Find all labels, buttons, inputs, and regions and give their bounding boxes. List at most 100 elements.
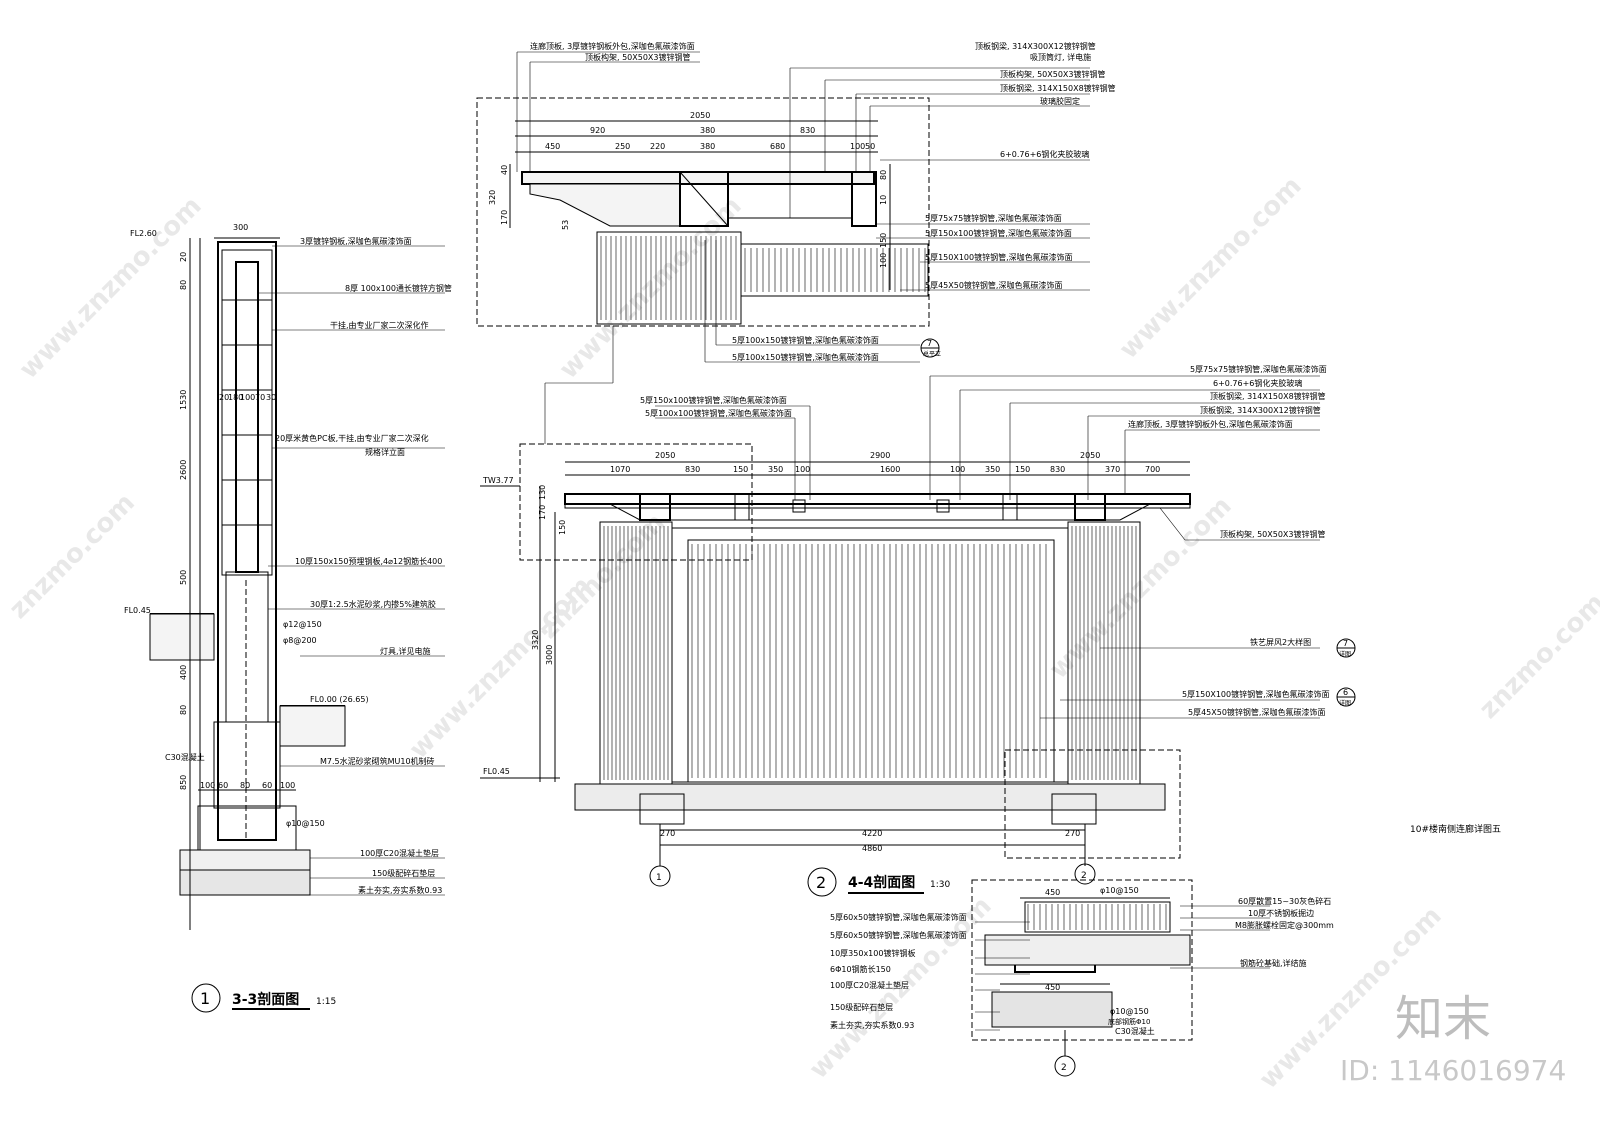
svg-text:100: 100 xyxy=(950,465,965,474)
svg-text:150: 150 xyxy=(1015,465,1030,474)
svg-text:450: 450 xyxy=(545,142,560,151)
svg-text:100: 100 xyxy=(879,253,888,268)
svg-text:4220: 4220 xyxy=(862,829,882,838)
svg-text:70: 70 xyxy=(255,393,265,402)
sheet-title: 10#楼南侧连廊详图五 xyxy=(1410,823,1501,835)
svg-text:6Φ10钢筋长150: 6Φ10钢筋长150 xyxy=(830,964,891,974)
svg-text:连廊顶板, 3厚镀锌钢板外包,深咖色氟碳漆饰面: 连廊顶板, 3厚镀锌钢板外包,深咖色氟碳漆饰面 xyxy=(1128,419,1293,429)
svg-text:顶板钢梁, 314X300X12镀锌钢管: 顶板钢梁, 314X300X12镀锌钢管 xyxy=(975,41,1096,51)
svg-text:700: 700 xyxy=(1145,465,1160,474)
svg-text:10: 10 xyxy=(879,195,888,205)
svg-text:素土夯实,夯实系数0.93: 素土夯实,夯实系数0.93 xyxy=(830,1020,914,1030)
gravel-bed xyxy=(179,869,311,896)
pc-board-ribs xyxy=(222,299,272,526)
svg-text:吸顶筒灯, 详电施: 吸顶筒灯, 详电施 xyxy=(1030,52,1091,62)
svg-text:100: 100 xyxy=(795,465,810,474)
svg-text:130: 130 xyxy=(538,485,547,500)
svg-text:5厚75x75镀锌钢管,深咖色氟碳漆饰面: 5厚75x75镀锌钢管,深咖色氟碳漆饰面 xyxy=(1190,364,1327,374)
footing-left xyxy=(639,793,685,825)
leaders-view1 xyxy=(258,245,445,896)
concrete-label: C30混凝土 xyxy=(165,752,205,762)
roof-beam-main xyxy=(679,171,729,227)
svg-text:100厚C20混凝土垫层: 100厚C20混凝土垫层 xyxy=(360,848,439,858)
svg-text:顶板钢梁, 314X300X12镀锌钢管: 顶板钢梁, 314X300X12镀锌钢管 xyxy=(1200,405,1321,415)
svg-text:920: 920 xyxy=(590,126,605,135)
svg-text:2050: 2050 xyxy=(655,451,675,460)
svg-text:80: 80 xyxy=(879,170,888,180)
svg-text:100: 100 xyxy=(280,781,295,790)
svg-text:100: 100 xyxy=(200,781,215,790)
ground-hatch-right xyxy=(279,705,346,747)
svg-text:80: 80 xyxy=(179,280,188,290)
ground-slab xyxy=(574,783,1166,811)
view-number: 2 xyxy=(816,873,826,892)
svg-text:80: 80 xyxy=(240,781,250,790)
svg-text:450: 450 xyxy=(1045,983,1060,992)
watermark-logo: 知末 xyxy=(1395,991,1491,1047)
roof-slab xyxy=(521,171,875,185)
svg-text:2900: 2900 xyxy=(870,451,890,460)
svg-text:φ10@150: φ10@150 xyxy=(286,819,325,828)
screen-base xyxy=(1024,901,1171,933)
svg-text:6: 6 xyxy=(1343,688,1348,697)
svg-text:400: 400 xyxy=(179,665,188,680)
svg-text:5厚75x75镀锌钢管,深咖色氟碳漆饰面: 5厚75x75镀锌钢管,深咖色氟碳漆饰面 xyxy=(925,213,1062,223)
svg-text:详图: 详图 xyxy=(1339,699,1351,707)
svg-text:C30混凝土: C30混凝土 xyxy=(1115,1026,1155,1036)
svg-text:270: 270 xyxy=(1065,829,1080,838)
svg-text:10厚350x100镀锌钢板: 10厚350x100镀锌钢板 xyxy=(830,948,915,958)
svg-text:TW3.77: TW3.77 xyxy=(482,476,514,485)
svg-text:1530: 1530 xyxy=(179,390,188,410)
svg-text:150: 150 xyxy=(558,520,567,535)
svg-text:3000: 3000 xyxy=(545,645,554,665)
svg-text:680: 680 xyxy=(770,142,785,151)
ground-hatch-left xyxy=(149,613,215,661)
svg-text:6+0.76+6钢化夹胶玻璃: 6+0.76+6钢化夹胶玻璃 xyxy=(1000,149,1089,159)
svg-text:180: 180 xyxy=(228,393,243,402)
svg-text:100: 100 xyxy=(850,142,865,151)
svg-text:100厚C20混凝土垫层: 100厚C20混凝土垫层 xyxy=(830,980,909,990)
detail-boundary xyxy=(476,97,930,327)
svg-text:350: 350 xyxy=(768,465,783,474)
view-scale: 1:30 xyxy=(930,880,950,890)
svg-text:钢筋砼基础,详结施: 钢筋砼基础,详结施 xyxy=(1240,958,1307,968)
svg-text:1070: 1070 xyxy=(610,465,630,474)
brick-base xyxy=(213,721,281,809)
pier xyxy=(225,571,269,723)
svg-text:5厚60x50镀锌钢管,深咖色氟碳漆饰面: 5厚60x50镀锌钢管,深咖色氟碳漆饰面 xyxy=(830,930,967,940)
level-fl2.60: FL2.60 xyxy=(130,229,157,238)
svg-text:2600: 2600 xyxy=(179,460,188,480)
svg-text:3320: 3320 xyxy=(531,630,540,650)
svg-text:8厚 100x100通长镀锌方钢管: 8厚 100x100通长镀锌方钢管 xyxy=(345,283,452,293)
detail-roof: 2050 920 380 830 450 250 220 380 680 100… xyxy=(476,41,1116,444)
screen-panel-right xyxy=(740,243,929,297)
svg-text:30: 30 xyxy=(266,393,276,402)
column-inner xyxy=(221,249,273,576)
svg-text:30厚1:2.5水泥砂浆,内掺5%建筑胶: 30厚1:2.5水泥砂浆,内掺5%建筑胶 xyxy=(310,599,436,609)
svg-text:370: 370 xyxy=(1105,465,1120,474)
svg-text:150级配碎石垫层: 150级配碎石垫层 xyxy=(830,1002,893,1012)
section-3-3: FL2.60 FL0.45 FL0.00 (26.65) C30混凝土 300 … xyxy=(124,223,452,1013)
svg-text:170: 170 xyxy=(500,210,509,225)
svg-text:顶板钢梁, 314X150X8镀锌钢管: 顶板钢梁, 314X150X8镀锌钢管 xyxy=(1210,391,1326,401)
svg-text:830: 830 xyxy=(685,465,700,474)
detail-boundary-right xyxy=(1004,749,1181,859)
svg-text:5厚100x150镀锌钢管,深咖色氟碳漆饰面: 5厚100x150镀锌钢管,深咖色氟碳漆饰面 xyxy=(732,335,879,345)
svg-text:5厚150X100镀锌钢管,深咖色氟碳漆饰面: 5厚150X100镀锌钢管,深咖色氟碳漆饰面 xyxy=(925,252,1073,262)
svg-text:φ8@200: φ8@200 xyxy=(283,636,317,645)
svg-text:150: 150 xyxy=(733,465,748,474)
svg-text:4860: 4860 xyxy=(862,844,882,853)
svg-text:5厚60x50镀锌钢管,深咖色氟碳漆饰面: 5厚60x50镀锌钢管,深咖色氟碳漆饰面 xyxy=(830,912,967,922)
svg-text:2050: 2050 xyxy=(690,111,710,120)
svg-text:7: 7 xyxy=(1343,639,1348,648)
svg-text:5厚45X50镀锌钢管,深咖色氟碳漆饰面: 5厚45X50镀锌钢管,深咖色氟碳漆饰面 xyxy=(925,280,1062,290)
svg-text:φ10@150: φ10@150 xyxy=(1110,1007,1149,1016)
column-outline xyxy=(217,241,277,841)
beam-b xyxy=(1074,493,1106,521)
svg-text:顶板构架, 50X50X3镀锌钢管: 顶板构架, 50X50X3镀锌钢管 xyxy=(1000,69,1106,79)
concrete-pad xyxy=(179,849,311,871)
svg-text:6+0.76+6钢化夹胶玻璃: 6+0.76+6钢化夹胶玻璃 xyxy=(1213,378,1302,388)
svg-text:连廊顶板, 3厚镀锌钢板外包,深咖色氟碳漆饰面: 连廊顶板, 3厚镀锌钢板外包,深咖色氟碳漆饰面 xyxy=(530,41,695,51)
svg-text:60厚散置15~30灰色碎石: 60厚散置15~30灰色碎石 xyxy=(1238,896,1331,906)
